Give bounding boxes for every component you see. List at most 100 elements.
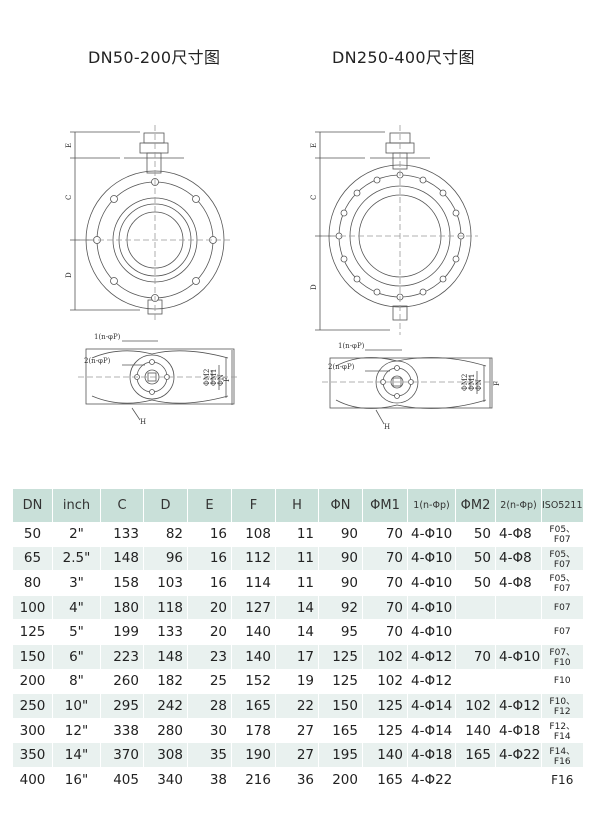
cell-f: 190 xyxy=(231,742,276,768)
cell-m1: 70 xyxy=(362,522,408,547)
cell-h: 11 xyxy=(275,522,319,547)
cell-c: 223 xyxy=(100,644,144,670)
cell-1-np: 4-Φ10 xyxy=(407,619,456,645)
cell-m2 xyxy=(455,669,496,695)
left-body-curve-top xyxy=(91,350,229,359)
right-label-m2: ΦM2 xyxy=(461,374,469,391)
right-label-1-np: 1(n-φP) xyxy=(338,342,365,350)
left-body-outline xyxy=(85,348,235,405)
left-label-m2: ΦM2 xyxy=(203,369,211,386)
cell-d: 148 xyxy=(143,644,188,670)
cell-e: 38 xyxy=(187,767,232,793)
cell-e: 35 xyxy=(187,742,232,768)
cell-m1: 70 xyxy=(362,570,408,596)
cell-n: 90 xyxy=(318,570,363,596)
cell-e: 16 xyxy=(187,522,232,547)
cell-1-np: 4-Φ12 xyxy=(407,669,456,695)
right-dim-h xyxy=(375,409,385,425)
cell-dn: 200 xyxy=(12,669,53,695)
cell-n: 125 xyxy=(318,644,363,670)
cell-1-np: 4-Φ18 xyxy=(407,742,456,768)
cell-d: 308 xyxy=(143,742,188,768)
left-label-d: D xyxy=(65,272,73,278)
header-iso5211: ISO5211 xyxy=(541,489,583,522)
cell-f: 152 xyxy=(231,669,276,695)
cell-c: 199 xyxy=(100,619,144,645)
cell-1-np: 4-Φ22 xyxy=(407,767,456,793)
cell-m1: 102 xyxy=(362,669,408,695)
cell-m2: 140 xyxy=(455,718,496,744)
cell-inch: 14" xyxy=(52,742,101,768)
left-label-n: ΦN xyxy=(217,374,225,386)
cell-f: 127 xyxy=(231,595,276,621)
left-top-view xyxy=(85,340,235,421)
table-header-row: DN inch C D E F H ΦN ΦM1 1(n-Φp) ΦM2 2(n… xyxy=(12,489,583,522)
cell-dn: 65 xyxy=(12,546,53,572)
cell-d: 103 xyxy=(143,570,188,596)
right-stem-square xyxy=(392,377,402,387)
header-m2: ΦM2 xyxy=(455,489,496,522)
cell-n: 195 xyxy=(318,742,363,768)
right-label-n: ΦN xyxy=(475,379,483,391)
cell-m1: 70 xyxy=(362,619,408,645)
cell-c: 260 xyxy=(100,669,144,695)
cell-d: 133 xyxy=(143,619,188,645)
right-pad-holes xyxy=(380,365,414,399)
cell-d: 280 xyxy=(143,718,188,744)
cell-h: 27 xyxy=(275,742,319,768)
right-body-curve-bottom xyxy=(335,399,487,409)
left-stem xyxy=(146,152,162,174)
cell-2-np: 4-Φ8 xyxy=(495,570,542,596)
cell-m1: 102 xyxy=(362,644,408,670)
cell-dn: 50 xyxy=(12,522,53,547)
right-body-curve-top xyxy=(335,357,487,367)
cell-f: 108 xyxy=(231,522,276,547)
cell-iso5211: F10、F12 xyxy=(541,693,583,719)
right-front-view xyxy=(315,131,472,331)
dimension-table: DN inch C D E F H ΦN ΦM1 1(n-Φp) ΦM2 2(n… xyxy=(12,489,583,793)
cell-m1: 165 xyxy=(362,767,408,793)
cell-inch: 16" xyxy=(52,767,101,793)
header-2-np: 2(n-Φp) xyxy=(495,489,542,522)
left-label-h: H xyxy=(140,418,146,426)
cell-dn: 400 xyxy=(12,767,53,793)
cell-iso5211: F05、F07 xyxy=(541,546,583,572)
right-front-centerlines xyxy=(322,125,478,335)
cell-1-np: 4-Φ14 xyxy=(407,718,456,744)
header-dn: DN xyxy=(12,489,53,522)
cell-m2: 102 xyxy=(455,693,496,719)
right-body-outline xyxy=(329,357,493,409)
cell-d: 242 xyxy=(143,693,188,719)
header-e: E xyxy=(187,489,232,522)
cell-d: 182 xyxy=(143,669,188,695)
cell-n: 200 xyxy=(318,767,363,793)
cell-2-np: 4-Φ18 xyxy=(495,718,542,744)
cell-h: 14 xyxy=(275,619,319,645)
cell-dn: 250 xyxy=(12,693,53,719)
cell-1-np: 4-Φ10 xyxy=(407,522,456,547)
cell-f: 178 xyxy=(231,718,276,744)
cell-1-np: 4-Φ12 xyxy=(407,644,456,670)
cell-f: 216 xyxy=(231,767,276,793)
right-label-m1: ΦM1 xyxy=(468,374,476,391)
cell-dn: 150 xyxy=(12,644,53,670)
header-m1: ΦM1 xyxy=(362,489,408,522)
cell-e: 28 xyxy=(187,693,232,719)
cell-iso5211: F07 xyxy=(541,619,583,645)
cell-h: 14 xyxy=(275,595,319,621)
cell-c: 133 xyxy=(100,522,144,547)
cell-inch: 6" xyxy=(52,644,101,670)
cell-f: 114 xyxy=(231,570,276,596)
cell-e: 30 xyxy=(187,718,232,744)
right-label-2-np: 2(n-φP) xyxy=(328,363,355,371)
cell-iso5211: F12、F14 xyxy=(541,718,583,744)
left-neck xyxy=(139,142,169,154)
